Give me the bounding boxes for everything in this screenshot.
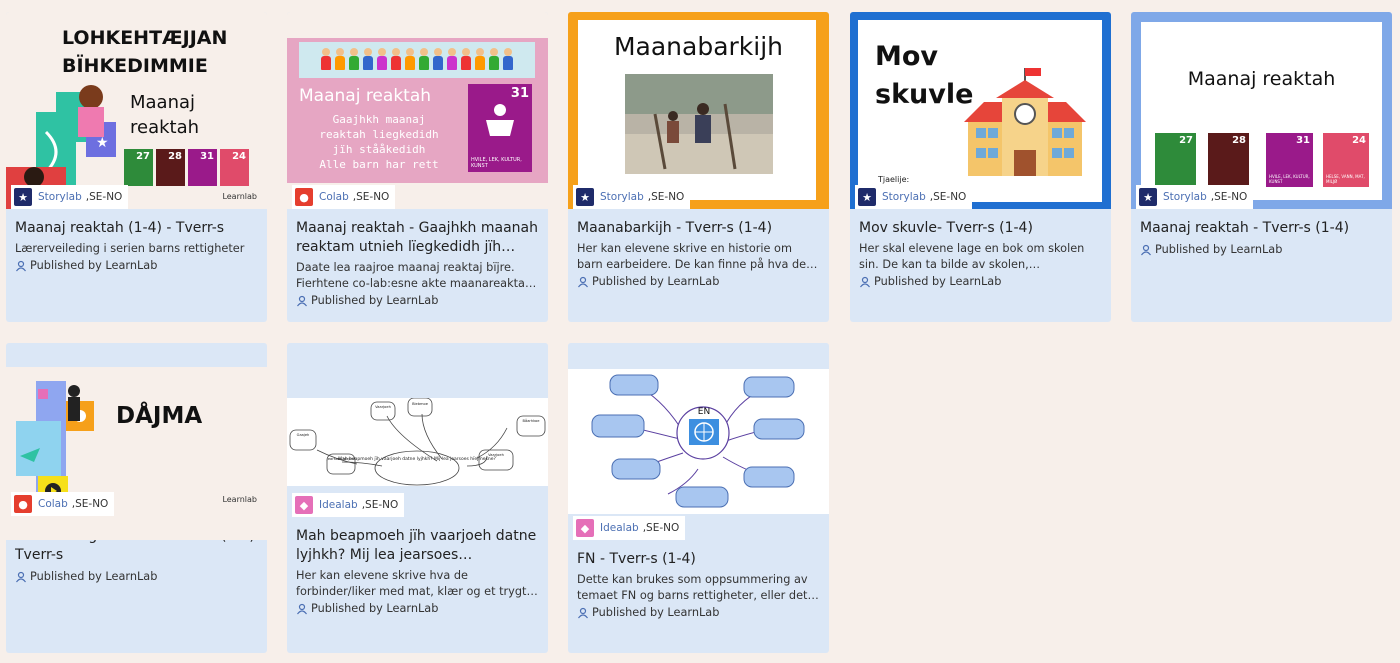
card-thumbnail: EN ◆ Idealab ,SE-NO — [568, 343, 829, 540]
storylab-icon: ★ — [14, 188, 32, 206]
resource-card[interactable]: Maanabarkijh ★ Storylab ,SE-NO Maanabark… — [568, 12, 829, 322]
card-description: Her kan elevene skrive en historie om ba… — [577, 242, 807, 271]
thumb-title: Maanabarkijh — [613, 32, 784, 61]
user-icon — [578, 607, 588, 618]
card-description: Daate lea raajroe maanaj reaktaj bïjre. … — [296, 261, 529, 290]
lab-badge: ◆ Idealab ,SE-NO — [573, 516, 686, 540]
storylab-icon: ★ — [858, 188, 876, 206]
card-thumbnail: Maanaj reaktah Gaajhkh maanaj reaktah li… — [287, 12, 548, 209]
card-description: Her kan elevene skrive hva de forbinder/… — [296, 569, 527, 598]
card-title[interactable]: FN - Tverr-s (1-4) — [577, 551, 696, 567]
sdg-tile: 31 HVILE, LEK, KULTUR, KUNST — [468, 84, 532, 172]
lab-badge: ★ Storylab ,SE-NO — [11, 185, 129, 209]
card-title[interactable]: Mov skuvle- Tverr-s (1-4) — [859, 220, 1033, 236]
thumb-heading: LOHKEHTÆJJAN BÏHKEDIMMIE — [62, 27, 228, 77]
svg-text:Gaajeh: Gaajeh — [297, 433, 310, 437]
activity-illustration — [16, 381, 94, 506]
user-icon — [860, 276, 870, 287]
storylab-icon: ★ — [1139, 188, 1157, 206]
published-by: Published by LearnLab — [859, 273, 1102, 290]
svg-text:Vaarjoeh: Vaarjoeh — [488, 453, 504, 457]
card-title[interactable]: Maanabarkijh - Tverr-s (1-4) — [577, 220, 773, 236]
sdg-tile: 27 — [124, 149, 153, 186]
card-title[interactable]: Maanaj reaktah - Tverr-s (1-4) — [1140, 220, 1350, 236]
card-title[interactable]: Mah beapmoeh jïh vaarjoeh datne lyjhkh? … — [296, 528, 537, 563]
sdg-tile: 28 — [1208, 133, 1249, 187]
published-by: Published by LearnLab — [296, 600, 539, 617]
card-thumbnail: Maanabarkijh ★ Storylab ,SE-NO — [568, 12, 829, 209]
lab-badge: ● Colab ,SE-NO — [11, 492, 115, 516]
card-title[interactable]: Maanaj reaktah (1-4) - Tverr-s — [15, 220, 225, 236]
card-thumbnail: Mov skuvle Tjaelije: ★ Storylab ,SE-NO — [850, 12, 1111, 209]
idealab-icon: ◆ — [295, 496, 313, 514]
colab-icon: ● — [295, 188, 313, 206]
lab-badge: ● Colab ,SE-NO — [292, 185, 396, 209]
thumb-text: Gaajhkh maanaj reaktah liegkedidh jïh st… — [319, 113, 439, 171]
thumb-title: DÅJMA — [116, 403, 203, 429]
card-thumbnail: LOHKEHTÆJJAN BÏHKEDIMMIE ★ Maanaj reakta… — [6, 12, 267, 209]
user-icon — [1141, 244, 1151, 255]
storylab-icon: ★ — [576, 188, 594, 206]
mindmap-image: Mah beapmoeh jïh vaarjoeh datne lyjhkh? … — [287, 398, 548, 486]
svg-text:Biebmoe: Biebmoe — [412, 402, 429, 406]
resource-card[interactable]: Mah beapmoeh jïh vaarjoeh datne lyjhkh? … — [287, 343, 548, 653]
published-by: Published by LearnLab — [577, 273, 820, 290]
sdg-tile: 31 — [188, 149, 217, 186]
user-icon — [297, 295, 307, 306]
photo-image — [625, 74, 773, 174]
resource-card[interactable]: Maanaj reaktah Gaajhkh maanaj reaktah li… — [287, 12, 548, 322]
card-thumbnail: Mah beapmoeh jïh vaarjoeh datne lyjhkh? … — [287, 343, 548, 517]
card-description: Lærerveileding i serien barns rettighete… — [15, 242, 245, 255]
sdg-tile: 27 — [1155, 133, 1196, 187]
lab-badge: ◆ Idealab ,SE-NO — [292, 493, 405, 517]
thumb-strip — [6, 343, 267, 367]
star-icon: ★ — [96, 135, 109, 151]
mindmap-image: EN — [568, 369, 829, 514]
thumb-title: Maanaj reaktah — [1187, 68, 1336, 90]
published-by: Published by LearnLab — [15, 568, 258, 585]
colab-icon: ● — [14, 495, 32, 513]
svg-text:Jearsoes hïejme: Jearsoes hïejme — [326, 457, 356, 461]
learnlab-logo: Learnlab — [222, 495, 257, 504]
user-icon — [578, 276, 588, 287]
thumb-title: Mov skuvle — [875, 41, 974, 110]
thumb-subtitle: Maanaj reaktah — [130, 92, 200, 138]
school-illustration — [964, 68, 1086, 176]
svg-text:EN: EN — [698, 407, 710, 417]
card-description: Her skal elevene lage en bok om skolen s… — [859, 242, 1085, 271]
user-icon — [16, 571, 26, 582]
svg-text:Båarhkoe: Båarhkoe — [523, 418, 541, 423]
published-by: Published by LearnLab — [577, 604, 820, 621]
published-by: Published by LearnLab — [1140, 241, 1383, 258]
user-icon — [16, 260, 26, 271]
sdg-tile: 24 — [220, 149, 249, 186]
card-title[interactable]: Maanaj reaktah - Gaajhkh maanah reaktam … — [296, 220, 538, 255]
resource-card[interactable]: EN ◆ Idealab ,SE-NO FN - Tverr-s (1-4) D… — [568, 343, 829, 653]
thumb-title: Maanaj reaktah — [299, 86, 432, 106]
svg-text:Vaarjoeh: Vaarjoeh — [375, 405, 391, 409]
thumb-caption: Tjaelije: — [878, 175, 910, 184]
person-icon — [486, 104, 514, 136]
published-by: Published by LearnLab — [296, 292, 539, 309]
lab-badge: ★ Storylab ,SE-NO — [1136, 185, 1254, 209]
resource-card[interactable]: Mov skuvle Tjaelije: ★ Storylab ,SE-NO M… — [850, 12, 1111, 322]
user-icon — [297, 603, 307, 614]
card-thumbnail: DÅJMA Learnlab ● Colab ,SE-NO — [6, 343, 267, 540]
kids-banner — [299, 42, 535, 78]
lab-badge: ★ Storylab ,SE-NO — [855, 185, 973, 209]
svg-text:Mah beapmoeh jïh vaarjoeh datn: Mah beapmoeh jïh vaarjoeh datne lyjhkh? … — [338, 456, 496, 462]
resource-card[interactable]: DÅJMA Learnlab ● Colab ,SE-NO Barns rett… — [6, 343, 267, 653]
published-by: Published by LearnLab — [15, 257, 258, 274]
learnlab-logo: Learnlab — [222, 192, 257, 201]
sdg-tile: 28 — [156, 149, 185, 186]
resource-card[interactable]: LOHKEHTÆJJAN BÏHKEDIMMIE ★ Maanaj reakta… — [6, 12, 267, 322]
idealab-icon: ◆ — [576, 519, 594, 537]
lab-badge: ★ Storylab ,SE-NO — [573, 185, 691, 209]
card-description: Dette kan brukes som oppsummering av tem… — [577, 573, 808, 602]
